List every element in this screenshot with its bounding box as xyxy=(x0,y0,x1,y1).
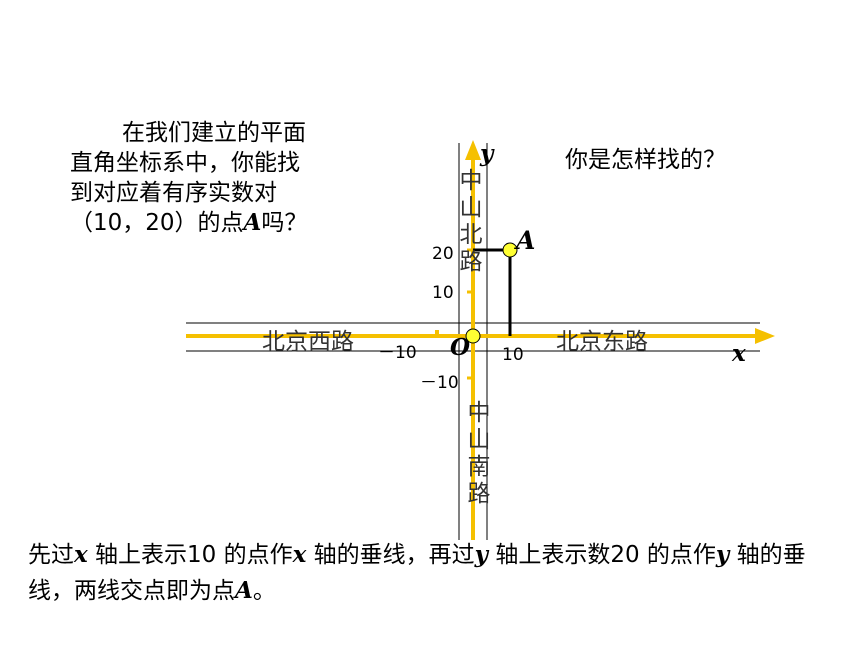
road-north-char-1: 中 xyxy=(459,168,483,194)
explain-part-4: 轴上表示数20 的点作 xyxy=(488,542,716,568)
road-south-char-3: 南 xyxy=(467,454,491,480)
tick-label-yneg10: －10 xyxy=(420,373,459,393)
y-axis-arrow xyxy=(465,140,481,160)
tick-label-y10: 10 xyxy=(432,283,454,303)
tick-label-x10: 10 xyxy=(502,345,524,365)
road-south-char-4: 路 xyxy=(467,481,491,507)
explain-part-3: 轴的垂线，再过 xyxy=(306,542,475,568)
road-label-east: 北京东路 xyxy=(556,329,648,355)
explain-part-1: 先过 xyxy=(28,542,74,568)
tick-label-xneg10: －10 xyxy=(378,343,417,363)
question-line-2: 直角坐标系中，你能找 xyxy=(70,150,300,176)
question-line-3: 到对应着有序实数对 xyxy=(70,180,277,206)
explain-var-4: y xyxy=(715,541,730,568)
explain-var-5: A xyxy=(235,577,253,604)
road-south-char-1: 中 xyxy=(467,400,491,426)
y-axis-label: y xyxy=(480,140,494,167)
explain-var-1: x xyxy=(74,541,88,568)
question-text: 在我们建立的平面 直角坐标系中，你能找 到对应着有序实数对 （10，20）的点A… xyxy=(70,118,370,238)
road-north-char-4: 路 xyxy=(459,249,483,275)
right-question: 你是怎样找的？ xyxy=(565,147,726,173)
x-axis-arrow xyxy=(755,328,775,344)
x-axis-label: x xyxy=(732,340,746,367)
explain-var-3: y xyxy=(474,541,489,568)
question-line-4-pre: （10，20）的点 xyxy=(70,210,244,236)
road-north-char-2: 山 xyxy=(459,195,483,221)
origin-point xyxy=(465,328,481,344)
road-south-char-2: 山 xyxy=(467,427,491,453)
explanation-text: 先过x 轴上表示10 的点作x 轴的垂线，再过y 轴上表示数20 的点作y 轴的… xyxy=(28,537,848,609)
road-north-char-3: 北 xyxy=(459,222,483,248)
point-a xyxy=(502,242,518,258)
explain-part-5: 轴的垂线，两线交点即为点 xyxy=(28,542,806,604)
road-label-north: 中 山 北 路 xyxy=(458,168,484,276)
road-label-south: 中 山 南 路 xyxy=(466,400,492,508)
explain-var-2: x xyxy=(292,541,307,568)
tick-label-y20: 20 xyxy=(432,244,454,264)
question-line-4-post: 吗？ xyxy=(261,210,308,236)
road-label-west: 北京西路 xyxy=(262,329,354,355)
explain-part-2: 轴上表示10 的点作 xyxy=(87,542,293,568)
question-point-var: A xyxy=(243,209,262,236)
question-line-1: 在我们建立的平面 xyxy=(122,120,306,146)
point-a-label: A xyxy=(516,226,536,255)
origin-label: O xyxy=(450,334,471,361)
explain-part-6: 。 xyxy=(252,578,276,604)
